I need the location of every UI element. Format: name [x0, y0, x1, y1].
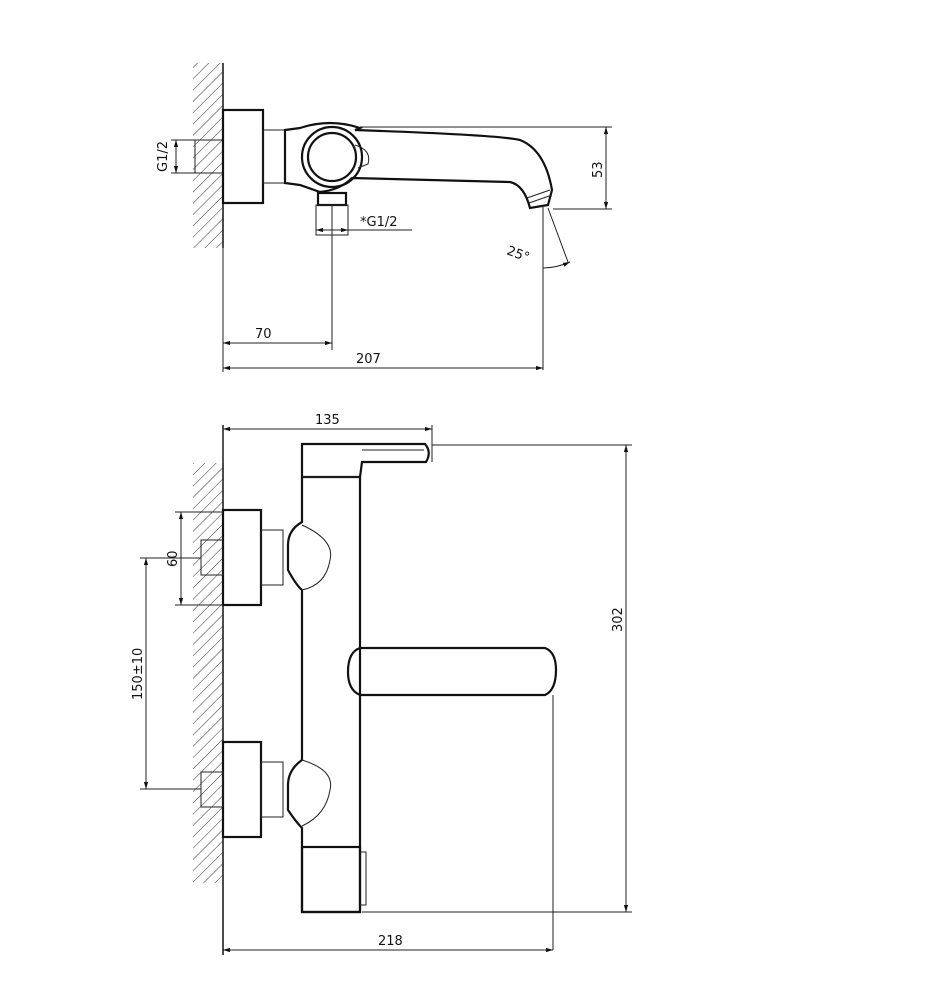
- front-view: 135 302 60 150±10 218: [131, 413, 632, 955]
- bottom-knob-front: [300, 845, 362, 914]
- length-207-label: 207: [356, 352, 381, 367]
- height-302-label: 302: [611, 607, 626, 632]
- spacing-150-label: 150±10: [131, 648, 146, 700]
- escutcheon-top: [221, 108, 265, 205]
- angle-label: 25°: [505, 244, 532, 266]
- wall-hatch-top: [193, 63, 223, 248]
- cartridge-circle: [300, 125, 364, 189]
- bottom-nut-top: [316, 191, 348, 207]
- thread-left-label: G1/2: [156, 141, 171, 172]
- height-53-label: 53: [591, 161, 606, 178]
- body-column-front: [286, 477, 362, 914]
- offset-70-label: 70: [255, 327, 272, 342]
- lever-front: [300, 442, 430, 479]
- mixer-body-top: [283, 121, 554, 210]
- eccentric-60-label: 60: [166, 550, 181, 567]
- depth-218-label: 218: [378, 934, 403, 949]
- wall-hatch-front: [193, 463, 223, 883]
- escutcheon-upper: [221, 508, 263, 607]
- spout-front: [346, 646, 558, 697]
- thread-bottom-label: *G1/2: [360, 215, 398, 230]
- lever-135-label: 135: [315, 413, 340, 428]
- top-view: G1/2 *G1/2 53 25° 70 2: [156, 63, 612, 372]
- escutcheon-lower: [221, 740, 263, 839]
